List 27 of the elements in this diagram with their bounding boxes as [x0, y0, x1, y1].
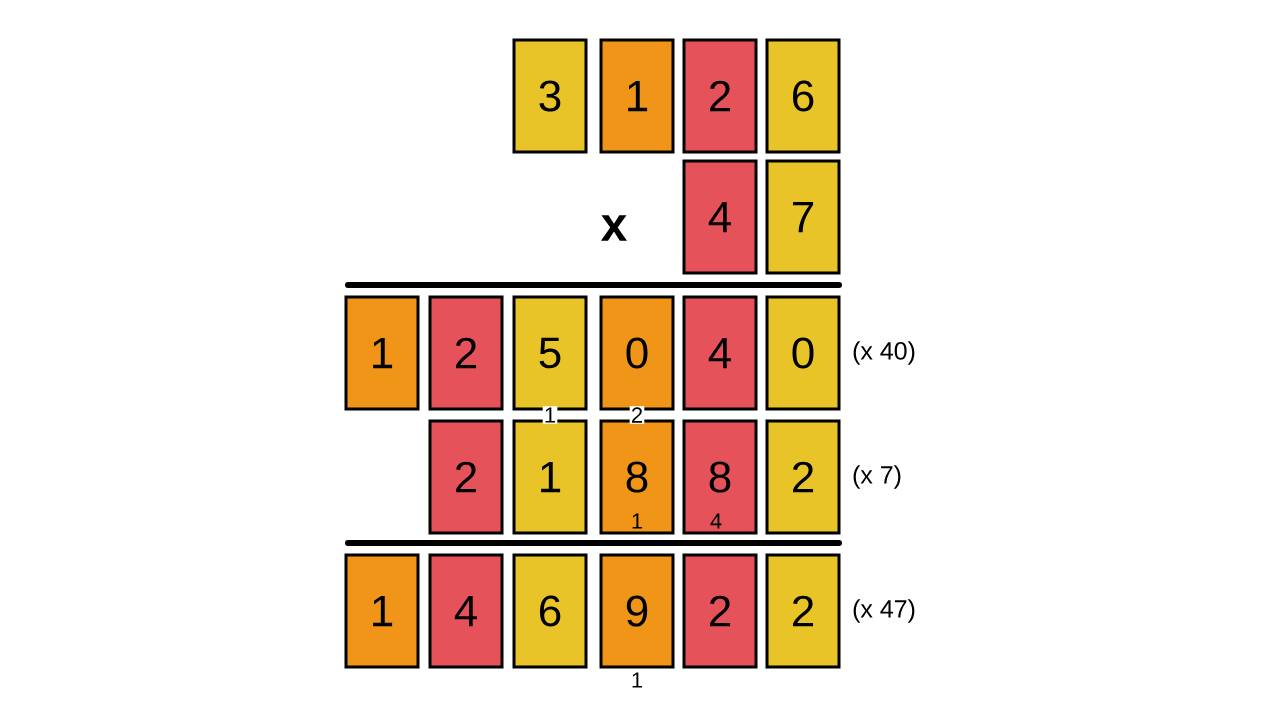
digit-card: 2 [428, 419, 504, 535]
digit-card: 2 [765, 553, 841, 669]
row-note: (x 7) [853, 465, 901, 489]
carry-digit: 1 [632, 513, 643, 529]
digit-card: 9 [599, 553, 675, 669]
row-note: (x 40) [853, 341, 915, 365]
digit-card: 2 [682, 553, 758, 669]
carry-digit: 2 [629, 406, 645, 424]
digit-card: 2 [765, 419, 841, 535]
carry-digit: 1 [542, 406, 558, 424]
digit-card: 1 [344, 553, 420, 669]
digit-card: 1 [344, 295, 420, 411]
digit-card: 6 [765, 38, 841, 154]
digit-card: 4 [428, 553, 504, 669]
digit-card: 1 [599, 38, 675, 154]
digit-card: 2 [682, 38, 758, 154]
carry-digit: 1 [632, 672, 643, 688]
digit-card: 0 [765, 295, 841, 411]
digit-card: 7 [765, 159, 841, 275]
digit-card: 4 [682, 295, 758, 411]
digit-card: 2 [428, 295, 504, 411]
digit-card: 3 [512, 38, 588, 154]
row-note: (x 47) [853, 599, 915, 623]
carry-digit: 4 [710, 513, 722, 529]
digit-card: 4 [682, 159, 758, 275]
digit-card: 6 [512, 553, 588, 669]
multiply-sign: x [600, 215, 627, 241]
